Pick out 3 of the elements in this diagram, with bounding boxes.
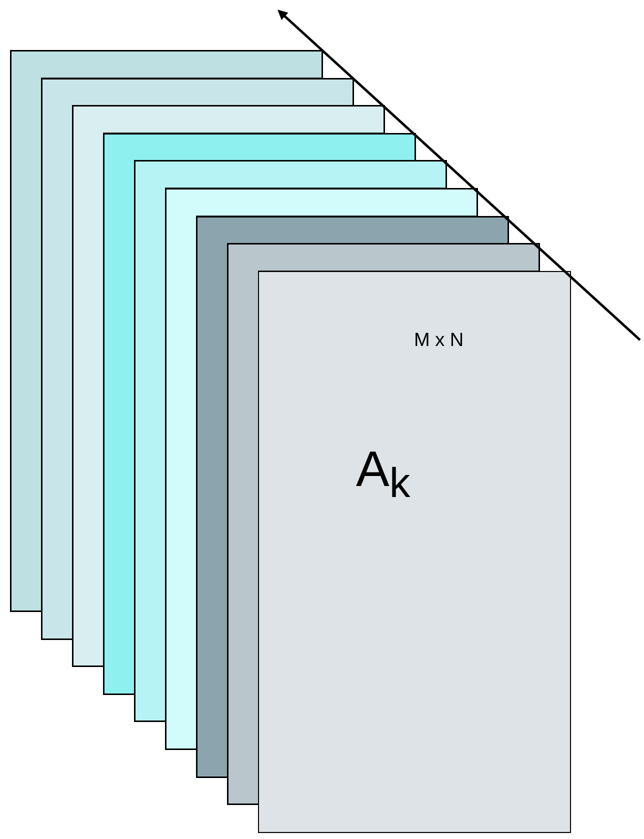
dimension-label: M x N bbox=[414, 330, 464, 352]
matrix-layer bbox=[258, 270, 571, 833]
matrix-label: A$_{k}$ bbox=[356, 440, 410, 507]
